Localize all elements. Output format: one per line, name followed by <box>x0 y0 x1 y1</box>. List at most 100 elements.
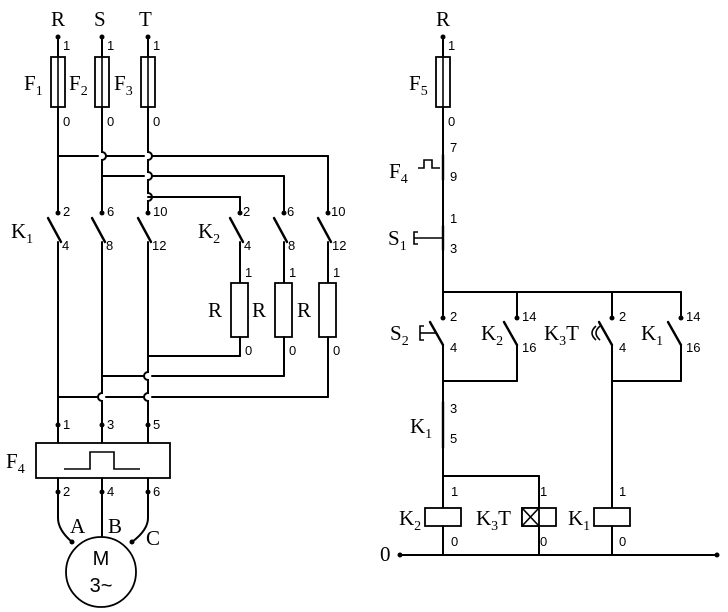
f4-contact-bottom-num: 9 <box>450 169 457 184</box>
resistor-3-label: R <box>297 298 311 322</box>
motor-label-m: M <box>93 548 110 570</box>
f4-in-num-3: 5 <box>153 417 160 432</box>
overload-contact-f4 <box>418 153 445 182</box>
resistor-2-bottom-num: 0 <box>289 343 296 358</box>
coil-k1-bottom-num: 0 <box>619 534 626 549</box>
k2-bottom-num-2: 8 <box>288 238 295 253</box>
f4-out-num-3: 6 <box>153 484 160 499</box>
overload-relay-symbol <box>64 451 140 470</box>
f4-in-num-1: 1 <box>63 417 70 432</box>
control-supply-label: R <box>436 7 450 31</box>
resistor-1-bottom-num: 0 <box>245 343 252 358</box>
f4-out-num-1: 2 <box>63 484 70 499</box>
resistor-3-top-num: 1 <box>333 265 340 280</box>
resistor-3-bottom-num: 0 <box>333 343 340 358</box>
coil-k3t-label: K3T <box>476 506 511 534</box>
f5-label: F5 <box>409 71 428 99</box>
timer-contact-k3t <box>591 315 615 347</box>
fuse-f1-bottom-num: 0 <box>63 114 70 129</box>
k2-top-num-1: 2 <box>243 204 250 219</box>
fuse-f1-label: F1 <box>24 71 43 99</box>
k2-top-num-3: 10 <box>331 204 345 219</box>
power-circuit: R S T 1 1 1 0 0 0 F1 F2 F3 <box>6 7 346 608</box>
k1-nc-top-num: 3 <box>450 401 457 416</box>
neutral-label: 0 <box>380 542 391 566</box>
resistor-2-label: R <box>252 298 266 322</box>
resistor-3 <box>318 282 337 338</box>
k1-top-num-3: 10 <box>153 204 167 219</box>
k1-main-label: K1 <box>11 219 33 247</box>
f4-contact-label: F4 <box>389 159 408 187</box>
phase-label-s: S <box>94 7 106 31</box>
resistor-1-top-num: 1 <box>245 265 252 280</box>
k1-hold-label: K1 <box>641 321 663 349</box>
coil-k2-bottom-num: 0 <box>451 534 458 549</box>
coil-k2-top-num: 1 <box>451 484 458 499</box>
f4-contact-top-num: 7 <box>450 140 457 155</box>
fuse-f2-top-num: 1 <box>107 38 114 53</box>
phase-label-t: T <box>139 7 152 31</box>
k2-aux-label: K2 <box>481 321 503 349</box>
coil-k3t-bottom-num: 0 <box>540 534 547 549</box>
k1-top-num-2: 6 <box>107 204 114 219</box>
coil-k3t-top-num: 1 <box>540 484 547 499</box>
fuse-f2-bottom-num: 0 <box>107 114 114 129</box>
k2-top-num-2: 6 <box>287 204 294 219</box>
contactor-k2-main <box>228 210 333 244</box>
coil-k1-label: K1 <box>568 506 590 534</box>
motor-symbol <box>65 536 137 608</box>
k1-nc-label: K1 <box>410 414 432 442</box>
k3t-contact-top-num: 2 <box>619 309 626 324</box>
k2-main-label: K2 <box>198 219 220 247</box>
contactor-k1-main <box>46 210 153 251</box>
resistor-1-label: R <box>208 298 222 322</box>
phase-label-r: R <box>51 7 65 31</box>
control-circuit: R 1 0 F5 7 9 F4 1 3 S1 <box>380 7 720 566</box>
f4-relay-label: F4 <box>6 449 25 477</box>
coil-k2-label: K2 <box>399 506 421 534</box>
f4-in-num-2: 3 <box>107 417 114 432</box>
resistor-1 <box>230 282 249 338</box>
k2-bottom-num-3: 12 <box>332 238 346 253</box>
motor-label-3phase: 3~ <box>90 575 113 597</box>
k1-hold-top-num: 14 <box>686 309 700 324</box>
contact-k2-aux <box>502 315 520 347</box>
fuse-f2-label: F2 <box>69 71 88 99</box>
k2-bottom-num-1: 4 <box>244 238 251 253</box>
start-button-s2 <box>419 315 446 347</box>
fuse-f3-label: F3 <box>114 71 133 99</box>
fuse-f3-bottom-num: 0 <box>153 114 160 129</box>
k1-top-num-1: 2 <box>63 204 70 219</box>
resistor-2 <box>274 282 293 338</box>
s1-bottom-num: 3 <box>450 241 457 256</box>
s2-top-num: 2 <box>450 309 457 324</box>
k1-bottom-num-2: 8 <box>106 238 113 253</box>
resistor-2-top-num: 1 <box>289 265 296 280</box>
coil-k1 <box>593 507 631 527</box>
fuse-f3-top-num: 1 <box>153 38 160 53</box>
k1-hold-bottom-num: 16 <box>686 340 700 355</box>
k2-aux-bottom-num: 16 <box>522 340 536 355</box>
s1-top-num: 1 <box>450 211 457 226</box>
k1-bottom-num-1: 4 <box>62 238 69 253</box>
f4-out-num-2: 4 <box>107 484 114 499</box>
k1-bottom-num-3: 12 <box>152 238 166 253</box>
motor-terminal-a: A <box>70 514 86 538</box>
k3t-contact-label: K3T <box>544 321 579 349</box>
coil-k1-top-num: 1 <box>619 484 626 499</box>
coil-k2 <box>424 507 462 527</box>
s2-bottom-num: 4 <box>450 340 457 355</box>
fuse-f1-top-num: 1 <box>63 38 70 53</box>
overload-relay-f4 <box>35 442 171 479</box>
s2-label: S2 <box>390 321 409 349</box>
motor-terminal-b: B <box>108 514 122 538</box>
motor-terminal-c: C <box>146 526 160 550</box>
k2-aux-top-num: 14 <box>522 309 536 324</box>
k1-nc-bottom-num: 5 <box>450 431 457 446</box>
contact-k1-hold <box>666 315 684 347</box>
stop-button-s1 <box>413 224 445 252</box>
s1-label: S1 <box>388 226 407 254</box>
f5-bottom-num: 0 <box>448 114 455 129</box>
f5-top-num: 1 <box>448 38 455 53</box>
